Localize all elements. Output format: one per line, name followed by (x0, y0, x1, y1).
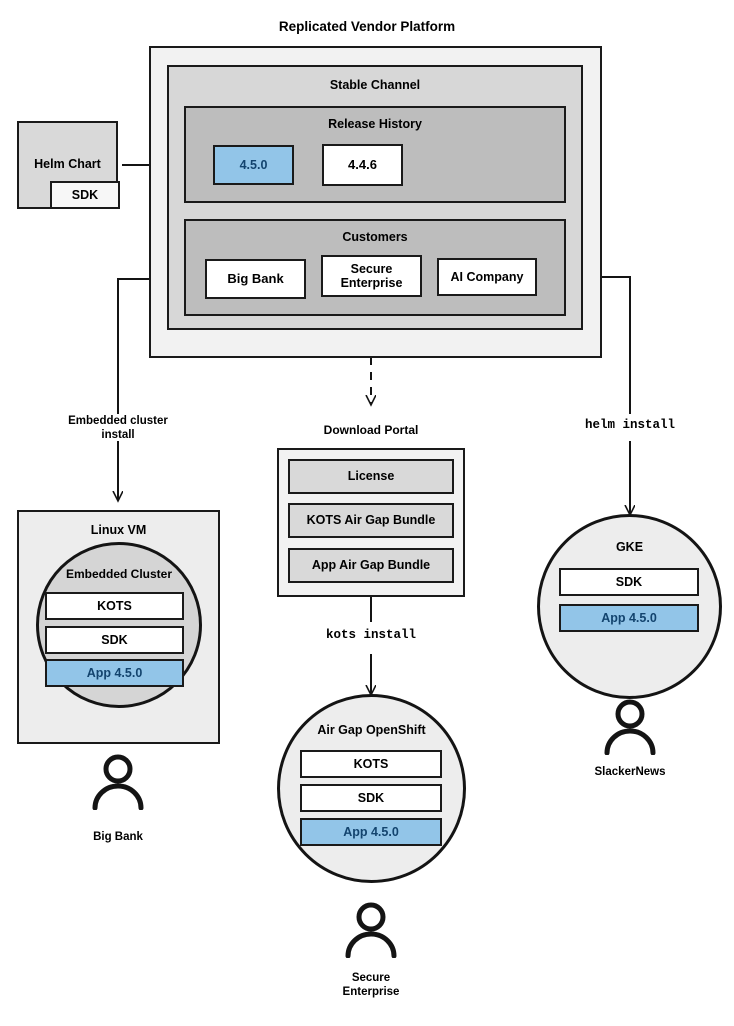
target-gke-title: GKE (615, 540, 644, 554)
release-version-label: 4.4.6 (348, 156, 377, 172)
label-helm-install: helm install (584, 418, 675, 432)
component-label: SDK (615, 574, 643, 589)
customer-label-big-bank: Big Bank (93, 831, 143, 843)
component-label: KOTS (97, 598, 132, 613)
customer-label: Secure Enterprise (340, 261, 403, 290)
target-airgap-openshift-title: Air Gap OpenShift (317, 723, 426, 737)
airgap-component-sdk[interactable]: SDK (300, 784, 442, 812)
customers-title: Customers (342, 230, 408, 244)
release-history-title: Release History (328, 117, 422, 131)
target-linux-vm-title: Linux VM (90, 523, 147, 537)
airgap-component-app[interactable]: App 4.5.0 (300, 818, 442, 846)
component-label: SDK (101, 632, 128, 647)
airgap-component-kots[interactable]: KOTS (300, 750, 442, 778)
release-version-label: 4.5.0 (239, 157, 268, 172)
linux-vm-component-app[interactable]: App 4.5.0 (45, 659, 184, 687)
download-artifact-kots-air-gap-bundle[interactable]: KOTS Air Gap Bundle (288, 503, 454, 538)
helm-chart-title: Helm Chart (34, 157, 101, 171)
customer-big-bank[interactable]: Big Bank (205, 259, 306, 299)
customer-ai-company[interactable]: AI Company (437, 258, 537, 296)
download-artifact-app-air-gap-bundle[interactable]: App Air Gap Bundle (288, 548, 454, 583)
embedded-cluster-title: Embedded Cluster (65, 567, 173, 581)
release-item-4-5-0[interactable]: 4.5.0 (213, 145, 294, 185)
label-embedded-cluster-install: Embedded cluster install (68, 415, 168, 441)
gke-component-sdk[interactable]: SDK (559, 568, 699, 596)
sdk-label: SDK (71, 187, 99, 202)
artifact-label: KOTS Air Gap Bundle (306, 513, 436, 528)
download-artifact-license[interactable]: License (288, 459, 454, 494)
person-icon-big-bank (92, 754, 144, 810)
component-label: App 4.5.0 (86, 665, 143, 680)
component-label: App 4.5.0 (343, 824, 399, 839)
linux-vm-component-kots[interactable]: KOTS (45, 592, 184, 620)
component-label: SDK (357, 790, 385, 805)
person-icon-secure-enterprise (345, 902, 397, 958)
artifact-label: App Air Gap Bundle (311, 558, 431, 573)
component-label: KOTS (353, 756, 389, 771)
customer-label: Big Bank (227, 270, 284, 286)
label-download-portal: Download Portal (323, 423, 419, 437)
label-kots-install: kots install (325, 628, 416, 642)
customer-secure-enterprise[interactable]: Secure Enterprise (321, 255, 422, 297)
component-label: App 4.5.0 (601, 610, 657, 625)
customer-label-slackernews: SlackerNews (594, 766, 666, 778)
page-title: Replicated Vendor Platform (278, 19, 456, 34)
person-icon-slackernews (604, 699, 656, 755)
helm-chart-sdk-box[interactable]: SDK (50, 181, 120, 209)
release-item-4-4-6[interactable]: 4.4.6 (322, 144, 403, 186)
customer-label-secure-enterprise: Secure Enterprise (342, 972, 400, 998)
customer-label: AI Company (450, 269, 524, 284)
artifact-label: License (347, 469, 395, 484)
gke-component-app[interactable]: App 4.5.0 (559, 604, 699, 632)
linux-vm-component-sdk[interactable]: SDK (45, 626, 184, 654)
stable-channel-title: Stable Channel (329, 78, 421, 92)
